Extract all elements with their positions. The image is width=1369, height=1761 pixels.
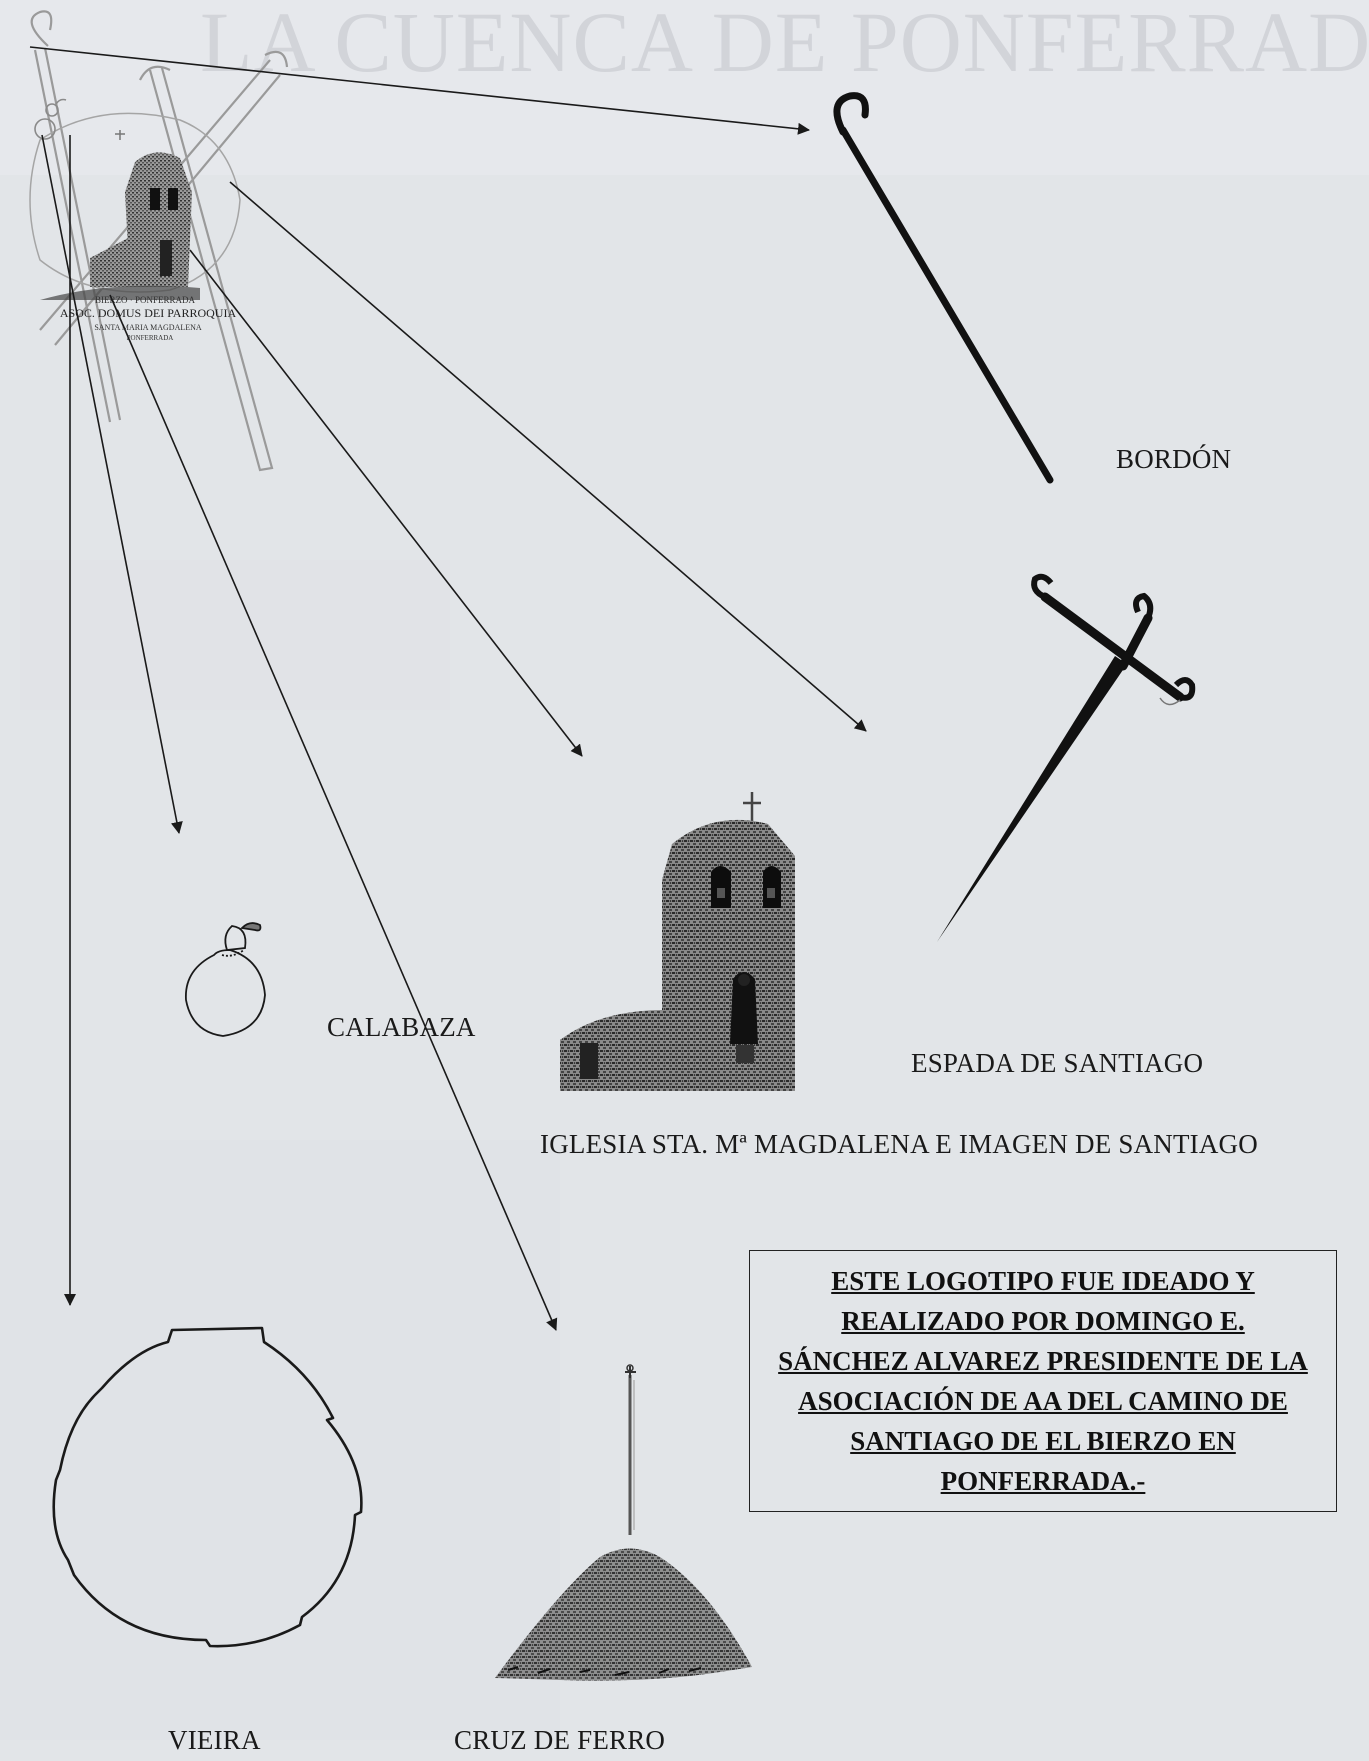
iron-cross-icon bbox=[495, 1364, 752, 1681]
label-vieira: VIEIRA bbox=[168, 1725, 261, 1755]
arrows bbox=[29, 46, 867, 1331]
logo-shell-icon bbox=[29, 112, 241, 293]
arrow-icon bbox=[29, 46, 810, 135]
background-panel bbox=[0, 1140, 560, 1740]
logo-text-line: PONFERRADA bbox=[127, 334, 174, 342]
arrow-icon bbox=[41, 134, 183, 834]
label-bordon: BORDÓN bbox=[1116, 444, 1232, 474]
label-cruz: CRUZ DE FERRO bbox=[454, 1725, 666, 1755]
pilgrim-staff-icon bbox=[833, 92, 1054, 484]
logo-text-line: ASOC. DOMUS DEI PARROQUIA bbox=[60, 306, 237, 320]
author-note-box: ESTE LOGOTIPO FUE IDEADO Y REALIZADO POR… bbox=[749, 1250, 1337, 1512]
gourd-icon bbox=[185, 922, 266, 1037]
arrow-icon bbox=[189, 249, 583, 757]
label-espada: ESPADA DE SANTIAGO bbox=[911, 1048, 1204, 1078]
arrow-icon bbox=[229, 181, 867, 732]
logo-text-line: BIERZO · PONFERRADA bbox=[95, 295, 196, 305]
logo-group: BIERZO · PONFERRADA ASOC. DOMUS DEI PARR… bbox=[29, 10, 289, 472]
logo-church-icon bbox=[40, 130, 200, 300]
church-icon bbox=[560, 792, 795, 1091]
scallop-shell-icon bbox=[52, 1326, 363, 1648]
label-calabaza: CALABAZA bbox=[327, 1012, 476, 1042]
logo-gourd-icon bbox=[34, 98, 67, 140]
background-heading: LA CUENCA DE PONFERRADA bbox=[200, 0, 1369, 90]
arrow-icon bbox=[109, 294, 558, 1331]
author-note-text: ESTE LOGOTIPO FUE IDEADO Y REALIZADO POR… bbox=[778, 1266, 1308, 1496]
logo-text-line: SANTA MARIA MAGDALENA bbox=[94, 323, 202, 332]
santiago-sword-icon bbox=[937, 573, 1196, 942]
label-iglesia: IGLESIA STA. Mª MAGDALENA E IMAGEN DE SA… bbox=[540, 1129, 1258, 1159]
logo-staff-icon bbox=[30, 10, 122, 423]
